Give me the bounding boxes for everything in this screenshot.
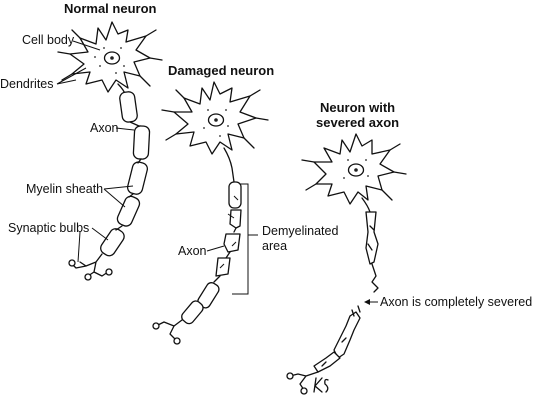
title-normal-neuron: Normal neuron bbox=[64, 1, 157, 16]
normal-myelin-segments bbox=[100, 91, 151, 257]
title-severed-neuron: Neuron with severed axon bbox=[316, 100, 400, 130]
label-dendrites: Dendrites bbox=[0, 77, 54, 91]
demyelinated-bracket bbox=[232, 183, 249, 295]
title-damaged-neuron: Damaged neuron bbox=[168, 63, 275, 78]
damaged-axon-segments bbox=[181, 181, 242, 325]
label-synaptic-bulbs: Synaptic bulbs bbox=[8, 221, 90, 235]
label-axon-normal: Axon bbox=[90, 121, 119, 135]
label-demyelinated-area: Demyelinated area bbox=[262, 224, 339, 253]
damaged-neuron bbox=[152, 81, 269, 345]
label-axon-damaged: Axon bbox=[178, 244, 207, 258]
label-cell-body: Cell body bbox=[22, 33, 75, 47]
severed-neuron bbox=[286, 133, 407, 395]
artist-signature bbox=[313, 377, 329, 393]
label-axon-severed-note: Axon is completely severed bbox=[380, 295, 533, 309]
damaged-synaptic-bulbs bbox=[155, 319, 183, 341]
normal-synaptic-bulbs bbox=[71, 253, 109, 277]
severed-upper-axon bbox=[365, 211, 379, 265]
normal-neuron bbox=[56, 21, 163, 281]
label-myelin-sheath: Myelin sheath bbox=[26, 182, 104, 196]
severed-lower-axon bbox=[333, 311, 361, 359]
